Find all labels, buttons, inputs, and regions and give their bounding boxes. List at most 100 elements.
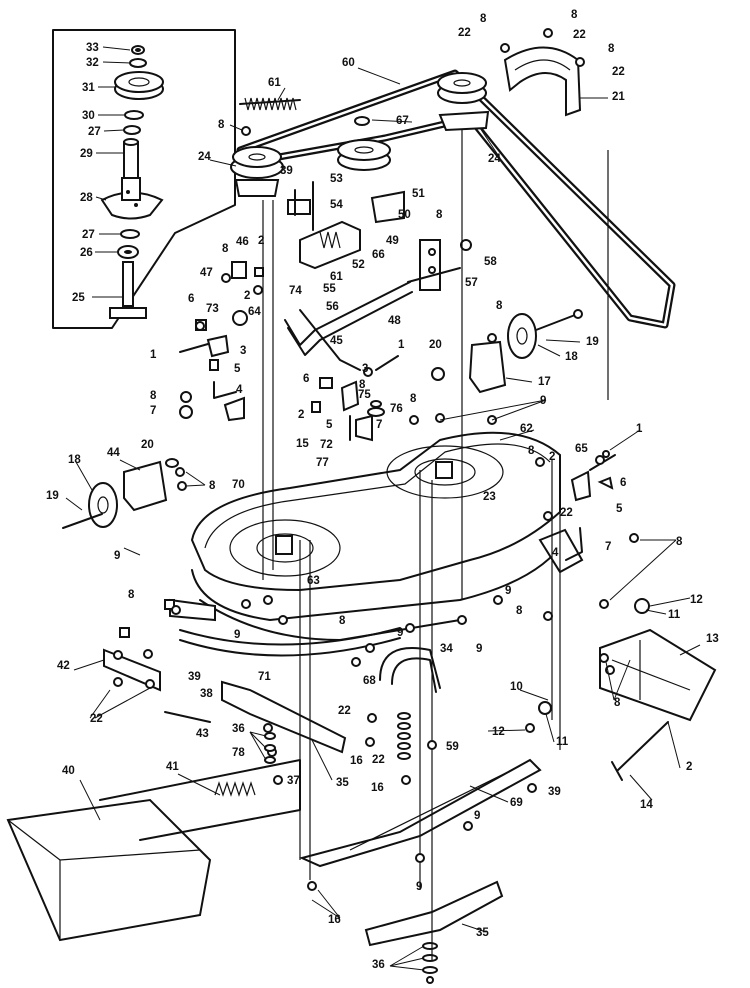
callout-32: 32	[86, 57, 99, 69]
callout-31: 31	[82, 82, 95, 94]
callout-6: 6	[620, 477, 626, 489]
callout-52: 52	[352, 259, 365, 271]
callout-19: 19	[586, 336, 599, 348]
callout-18: 18	[565, 351, 578, 363]
callout-71: 71	[258, 671, 271, 683]
callout-72: 72	[320, 439, 333, 451]
callout-8: 8	[571, 9, 578, 21]
callout-49: 49	[386, 235, 399, 247]
callout-9: 9	[114, 550, 120, 562]
callout-5: 5	[616, 503, 623, 515]
callout-8: 8	[528, 445, 535, 457]
callout-65: 65	[575, 443, 588, 455]
callout-8: 8	[339, 615, 346, 627]
spindle-assembly-inset	[52, 29, 236, 329]
callout-16: 16	[371, 782, 384, 794]
callout-8: 8	[516, 605, 523, 617]
callout-47: 47	[200, 267, 213, 279]
callout-8: 8	[480, 13, 487, 25]
callout-43: 43	[196, 728, 209, 740]
callout-7: 7	[605, 541, 611, 553]
callout-39: 39	[188, 671, 201, 683]
callout-24: 24	[198, 151, 211, 163]
callout-35: 35	[476, 927, 489, 939]
callout-34: 34	[440, 643, 453, 655]
callout-57: 57	[465, 277, 478, 289]
callout-26: 26	[80, 247, 93, 259]
callout-4: 4	[236, 384, 243, 396]
callout-54: 54	[330, 199, 343, 211]
callout-21: 21	[612, 91, 625, 103]
callout-42: 42	[57, 660, 70, 672]
deck-lift-rods	[284, 281, 413, 371]
fasteners	[113, 126, 639, 984]
callout-77: 77	[316, 457, 329, 469]
deck-wheel-left	[62, 482, 118, 529]
washer-stack	[264, 712, 411, 764]
callout-53: 53	[330, 173, 343, 185]
callout-22: 22	[372, 754, 385, 766]
callout-45: 45	[330, 335, 343, 347]
callout-8: 8	[676, 536, 683, 548]
callout-1: 1	[150, 349, 157, 361]
callout-70: 70	[232, 479, 245, 491]
callout-9: 9	[234, 629, 240, 641]
lift-pin	[611, 721, 669, 781]
callout-22: 22	[560, 507, 573, 519]
callout-8: 8	[496, 300, 503, 312]
callout-8: 8	[359, 379, 366, 391]
callout-8: 8	[128, 589, 135, 601]
callout-2: 2	[258, 235, 264, 247]
callout-6: 6	[303, 373, 309, 385]
callout-22: 22	[338, 705, 351, 717]
callout-64: 64	[248, 306, 261, 318]
callout-38: 38	[200, 688, 213, 700]
callout-12: 12	[690, 594, 703, 606]
callout-35: 35	[336, 777, 349, 789]
callout-8: 8	[436, 209, 443, 221]
callout-22: 22	[458, 27, 471, 39]
callout-13: 13	[706, 633, 719, 645]
callout-36: 36	[372, 959, 385, 971]
callout-27: 27	[82, 229, 95, 241]
callout-22: 22	[573, 29, 586, 41]
callout-76: 76	[390, 403, 403, 415]
callout-73: 73	[206, 303, 219, 315]
callout-44: 44	[107, 447, 120, 459]
callout-60: 60	[342, 57, 355, 69]
wheel-bracket-left	[123, 458, 179, 512]
callout-9: 9	[474, 810, 480, 822]
callout-50: 50	[398, 209, 411, 221]
callout-40: 40	[62, 765, 75, 777]
callout-8: 8	[222, 243, 229, 255]
callout-63: 63	[307, 575, 320, 587]
callout-46: 46	[236, 236, 249, 248]
callout-62: 62	[520, 423, 533, 435]
callout-2: 2	[686, 761, 692, 773]
grass-catcher-40	[6, 759, 301, 942]
callout-68: 68	[363, 675, 376, 687]
callout-5: 5	[326, 419, 333, 431]
callout-51: 51	[412, 188, 425, 200]
adjustment-bracket	[407, 239, 472, 291]
callout-6: 6	[188, 293, 194, 305]
callout-22: 22	[612, 66, 625, 78]
callout-9: 9	[476, 643, 482, 655]
wheel-bracket-right	[431, 340, 507, 394]
callout-41: 41	[166, 761, 179, 773]
callout-61: 61	[330, 271, 343, 283]
callout-74: 74	[289, 285, 302, 297]
callout-28: 28	[80, 192, 93, 204]
callout-8: 8	[608, 43, 615, 55]
callout-11: 11	[556, 736, 569, 748]
callout-16: 16	[350, 755, 363, 767]
callout-11: 11	[668, 609, 681, 621]
center-hanger-parts	[311, 355, 399, 442]
callout-8: 8	[209, 480, 216, 492]
left-hanger-parts	[221, 261, 264, 326]
callout-19: 19	[46, 490, 59, 502]
callout-1: 1	[398, 339, 405, 351]
discharge-chute-right	[538, 598, 717, 722]
callout-15: 15	[296, 438, 309, 450]
callout-8: 8	[218, 119, 225, 131]
